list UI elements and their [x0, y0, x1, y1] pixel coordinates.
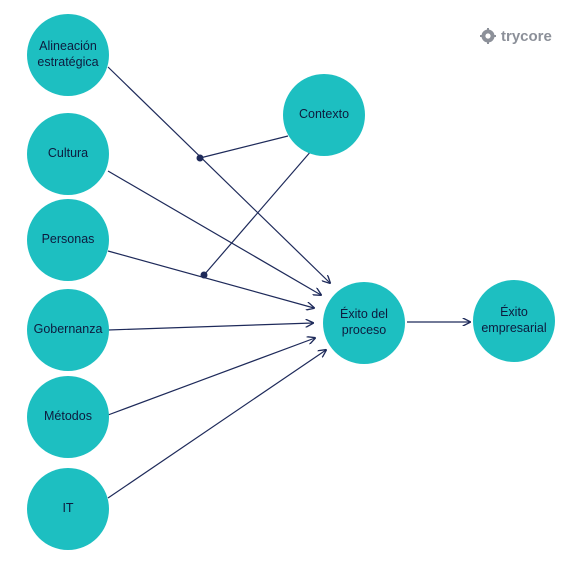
junction-dot-1 [196, 154, 204, 162]
edge-gobernanza-to-exito-proceso [107, 323, 313, 331]
junction-dot-2 [200, 271, 208, 279]
gear-icon [480, 28, 496, 44]
edge-contexto-to-junction-2 [203, 149, 313, 276]
node-gobernanza: Gobernanza [27, 289, 109, 371]
edge-personas-to-exito-proceso [107, 250, 314, 308]
node-exito-empresarial: Éxito empresarial [473, 280, 555, 362]
node-cultura: Cultura [27, 113, 109, 195]
edge-it-to-exito-proceso [107, 350, 326, 499]
logo-text: trycore [501, 27, 552, 45]
node-alineacion-estrategica: Alineación estratégica [27, 14, 109, 96]
edge-metodos-to-exito-proceso [107, 338, 315, 416]
node-exito-del-proceso: Éxito del proceso [323, 282, 405, 364]
node-contexto: Contexto [283, 74, 365, 156]
node-metodos: Métodos [27, 376, 109, 458]
node-personas: Personas [27, 199, 109, 281]
trycore-logo: trycore [480, 26, 552, 46]
edge-alineacion-to-exito-proceso [107, 66, 330, 283]
edge-cultura-to-exito-proceso [107, 170, 321, 295]
edge-contexto-to-junction-1 [199, 135, 289, 159]
node-it: IT [27, 468, 109, 550]
